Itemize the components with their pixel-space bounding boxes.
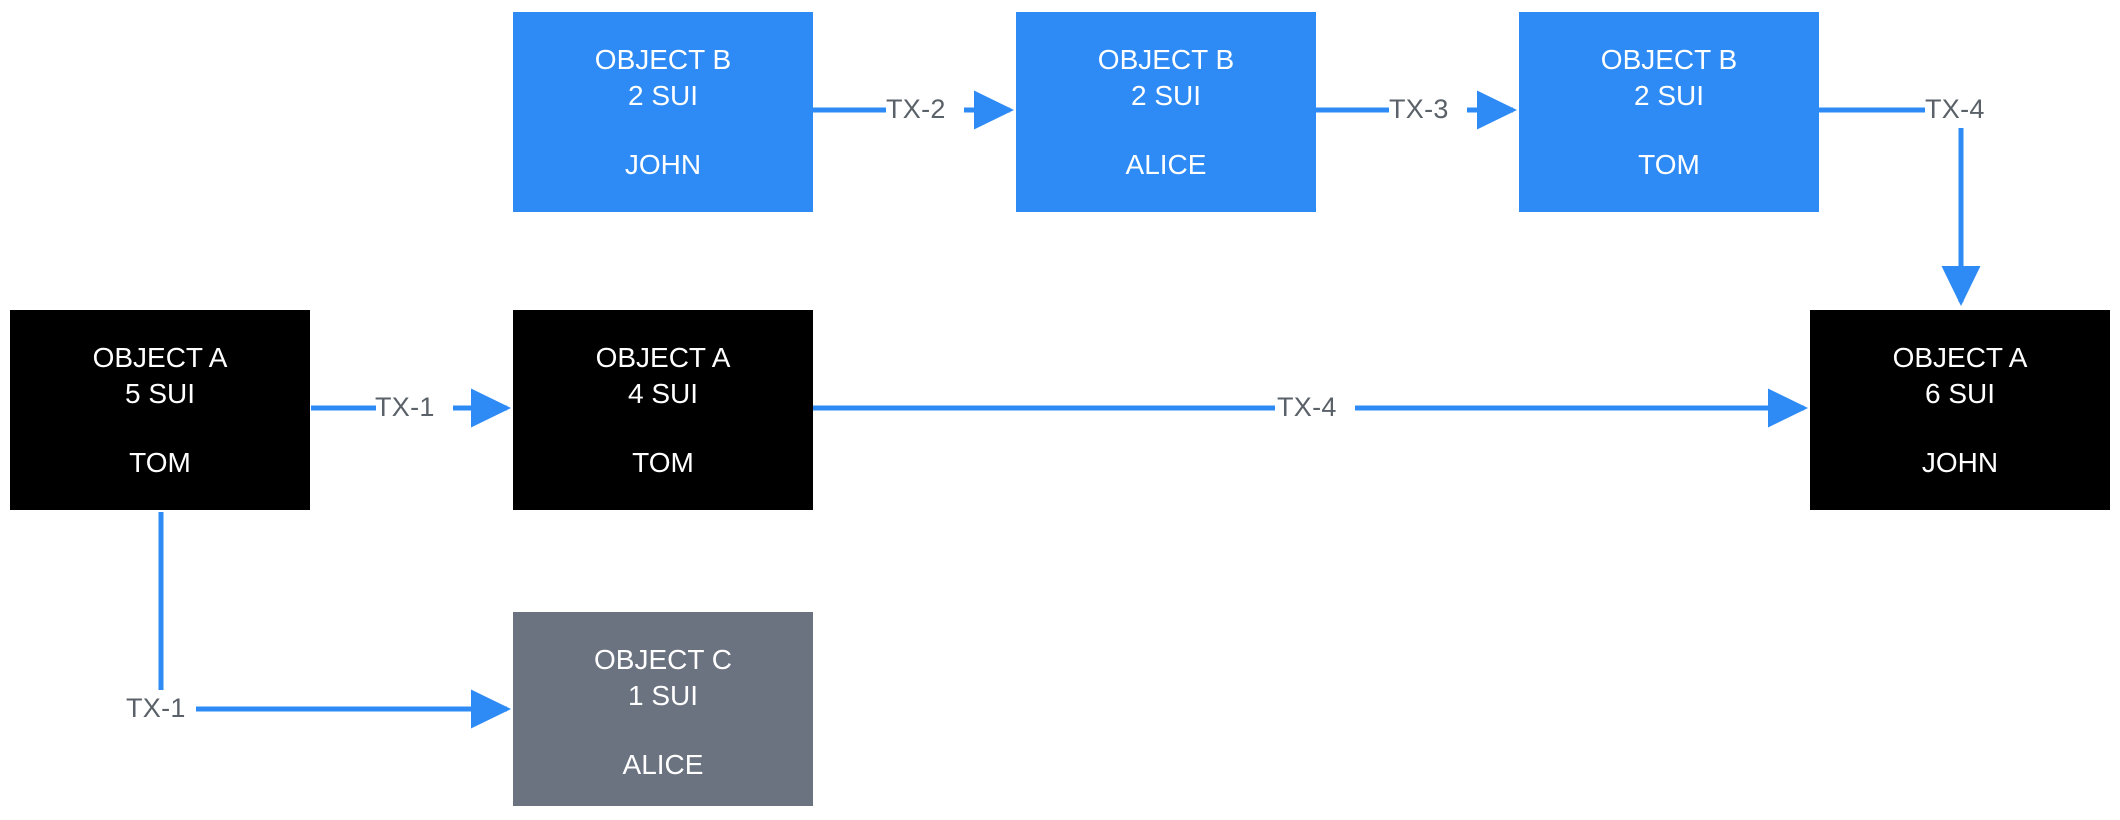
object-name: OBJECT B	[1097, 44, 1235, 75]
object-node-c-1sui[interactable]: OBJECT C 1 SUI ALICE	[513, 612, 813, 806]
object-node-heading: OBJECT B 2 SUI	[595, 42, 731, 115]
object-owner: ALICE	[1125, 148, 1207, 180]
object-name: OBJECT B	[1600, 44, 1738, 75]
object-node-a-4sui[interactable]: OBJECT A 4 SUI TOM	[513, 310, 813, 510]
object-amount: 2 SUI	[627, 80, 699, 112]
object-name: OBJECT A	[92, 342, 228, 373]
object-amount: 2 SUI	[1130, 80, 1202, 112]
object-amount: 6 SUI	[1924, 378, 1995, 410]
object-name: OBJECT B	[594, 44, 732, 75]
connector-tx4-top	[1819, 107, 1981, 307]
object-node-heading: OBJECT A 4 SUI	[596, 340, 731, 413]
edge-label-tx4-middle: TX-4	[1277, 392, 1337, 422]
object-name: OBJECT A	[1892, 342, 2028, 373]
object-node-b-tom[interactable]: OBJECT B 2 SUI TOM	[1519, 12, 1819, 212]
object-node-a-6sui[interactable]: OBJECT A 6 SUI JOHN	[1810, 310, 2110, 510]
object-node-heading: OBJECT A 6 SUI	[1893, 340, 2028, 413]
edge-label-tx1-middle: TX-1	[375, 392, 435, 422]
connector-tx1-bottom	[158, 512, 512, 729]
object-owner: ALICE	[622, 748, 704, 780]
object-amount: 5 SUI	[124, 378, 195, 410]
object-node-heading: OBJECT C 1 SUI	[594, 642, 732, 715]
object-name: OBJECT C	[594, 644, 732, 675]
object-node-a-5sui[interactable]: OBJECT A 5 SUI TOM	[10, 310, 310, 510]
object-owner: JOHN	[1921, 446, 1999, 478]
object-owner: TOM	[1638, 148, 1700, 180]
object-amount: 1 SUI	[627, 680, 698, 712]
edge-label-tx3: TX-3	[1389, 94, 1449, 124]
object-name: OBJECT A	[595, 342, 731, 373]
object-node-b-alice[interactable]: OBJECT B 2 SUI ALICE	[1016, 12, 1316, 212]
object-node-heading: OBJECT B 2 SUI	[1601, 42, 1737, 115]
object-node-b-john[interactable]: OBJECT B 2 SUI JOHN	[513, 12, 813, 212]
object-owner: TOM	[129, 446, 191, 478]
edge-label-tx4-top: TX-4	[1925, 94, 1985, 124]
object-owner: TOM	[632, 446, 694, 478]
edge-label-tx1-bottom: TX-1	[126, 693, 186, 723]
object-amount: 2 SUI	[1633, 80, 1705, 112]
object-node-heading: OBJECT A 5 SUI	[93, 340, 228, 413]
edge-label-tx2: TX-2	[886, 94, 946, 124]
object-amount: 4 SUI	[627, 378, 698, 410]
object-owner: JOHN	[624, 148, 702, 180]
object-node-heading: OBJECT B 2 SUI	[1098, 42, 1234, 115]
